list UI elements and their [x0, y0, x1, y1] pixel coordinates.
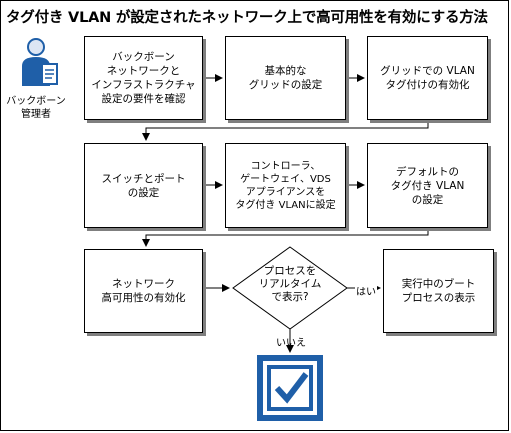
step-enable-network-ha: ネットワーク 高可用性の有効化: [84, 249, 203, 333]
no-label: いいえ: [276, 338, 306, 349]
step-show-boot-process: 実行中のブート プロセスの表示: [383, 249, 494, 333]
page-title: タグ付き VLAN が設定されたネットワーク上で高可用性を有効にする方法: [6, 10, 488, 26]
step-review-requirements: バックボーン ネットワークと インフラストラクチャ 設定の要件を確認: [84, 36, 203, 120]
step-label: バックボーン ネットワークと インフラストラクチャ 設定の要件を確認: [91, 51, 196, 105]
checkbox-check-icon: [257, 355, 323, 421]
step-enable-vlan-tagging: グリッドでの VLAN タグ付けの有効化: [367, 36, 488, 120]
step-set-appliances-tagged-vlan: コントローラ、 ゲートウェイ、VDS アプライアンスを タグ付き VLANに設定: [225, 143, 346, 228]
role-label: バックボーン 管理者: [6, 96, 66, 120]
step-label: 実行中のブート プロセスの表示: [401, 278, 476, 304]
user-with-clipboard-icon: [22, 38, 58, 86]
step-label: デフォルトの タグ付き VLAN の設定: [390, 165, 465, 206]
decision-label: プロセスを リアルタイム で表示?: [258, 265, 322, 303]
step-label: スイッチとポート の設定: [101, 172, 186, 199]
step-default-tagged-vlan: デフォルトの タグ付き VLAN の設定: [367, 143, 488, 228]
step-basic-grid-setup: 基本的な グリッドの設定: [225, 36, 346, 120]
step-label: グリッドでの VLAN タグ付けの有効化: [380, 65, 475, 91]
step-label: コントローラ、 ゲートウェイ、VDS アプライアンスを タグ付き VLANに設定: [235, 160, 336, 211]
yes-label: はい: [355, 283, 377, 298]
step-switch-port-setup: スイッチとポート の設定: [84, 143, 203, 228]
step-label: 基本的な グリッドの設定: [248, 65, 323, 91]
step-label: ネットワーク 高可用性の有効化: [101, 278, 186, 304]
